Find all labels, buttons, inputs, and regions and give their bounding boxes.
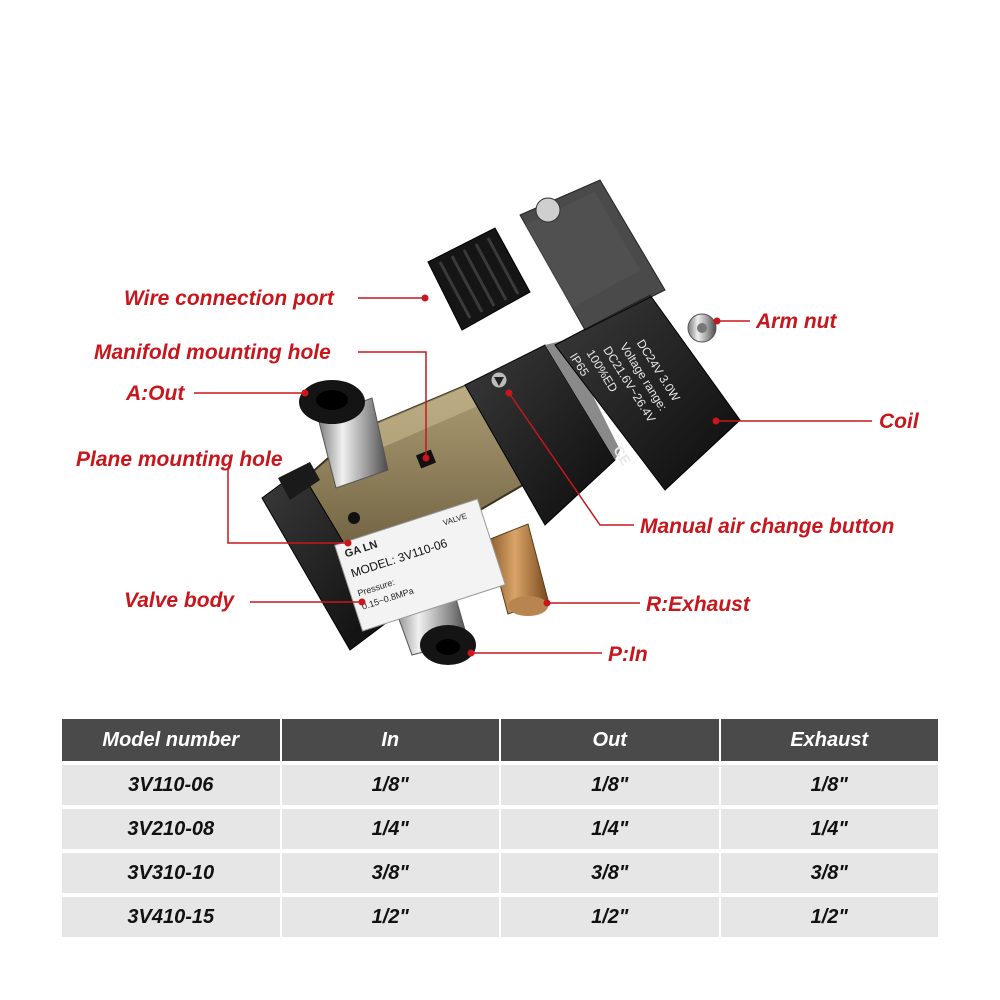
spec-table: Model number In Out Exhaust 3V110-06 1/8…: [60, 715, 940, 941]
table-row: 3V110-06 1/8" 1/8" 1/8": [62, 765, 938, 805]
table-row: 3V410-15 1/2" 1/2" 1/2": [62, 897, 938, 937]
solenoid-housing-shape: [464, 340, 620, 526]
exhaust-silencer-shape: [487, 523, 549, 616]
cell-in: 1/2": [281, 897, 499, 937]
table-row: 3V210-08 1/4" 1/4" 1/4": [62, 809, 938, 849]
table-header-row: Model number In Out Exhaust: [62, 719, 938, 761]
cell-model: 3V110-06: [62, 765, 280, 805]
cell-in: 1/8": [281, 765, 499, 805]
header-in: In: [281, 719, 499, 761]
header-exhaust: Exhaust: [720, 719, 938, 761]
a-out-fitting-shape: [299, 380, 389, 489]
cell-model: 3V410-15: [62, 897, 280, 937]
callout-coil: Coil: [879, 410, 919, 433]
callout-plane-mounting-hole: Plane mounting hole: [76, 448, 283, 471]
cell-out: 1/8": [501, 765, 719, 805]
body-label-plate: GA LN VALVE MODEL: 3V110-06 Pressure: 0.…: [334, 498, 506, 632]
plane-hole-shape: [348, 512, 360, 524]
leader-dots: [301, 294, 721, 657]
cell-model: 3V210-08: [62, 809, 280, 849]
cell-exhaust: 1/2": [720, 897, 938, 937]
cell-exhaust: 3/8": [720, 853, 938, 893]
callout-p-in: P:In: [608, 643, 648, 666]
table-row: 3V310-10 3/8" 3/8" 3/8": [62, 853, 938, 893]
callout-valve-body: Valve body: [124, 589, 235, 612]
cell-in: 3/8": [281, 853, 499, 893]
connector-shape: [427, 179, 666, 331]
callout-r-exhaust: R:Exhaust: [646, 593, 750, 616]
callout-wire-connection-port: Wire connection port: [124, 287, 334, 310]
header-model-number: Model number: [62, 719, 280, 761]
callout-arm-nut: Arm nut: [756, 310, 837, 333]
callout-a-out: A:Out: [126, 382, 185, 405]
cell-exhaust: 1/4": [720, 809, 938, 849]
cell-exhaust: 1/8": [720, 765, 938, 805]
cell-in: 1/4": [281, 809, 499, 849]
leader-lines: [194, 297, 872, 654]
header-out: Out: [501, 719, 719, 761]
cell-model: 3V310-10: [62, 853, 280, 893]
connector-screw: [535, 197, 561, 223]
callout-manual-air-change-button: Manual air change button: [640, 515, 895, 538]
callout-manifold-mounting-hole: Manifold mounting hole: [94, 341, 331, 364]
cell-out: 1/2": [501, 897, 719, 937]
cell-out: 3/8": [501, 853, 719, 893]
cell-out: 1/4": [501, 809, 719, 849]
solenoid-valve-diagram: DC24V 3.0W Voltage range: DC21.6V~26.4V …: [194, 179, 872, 665]
